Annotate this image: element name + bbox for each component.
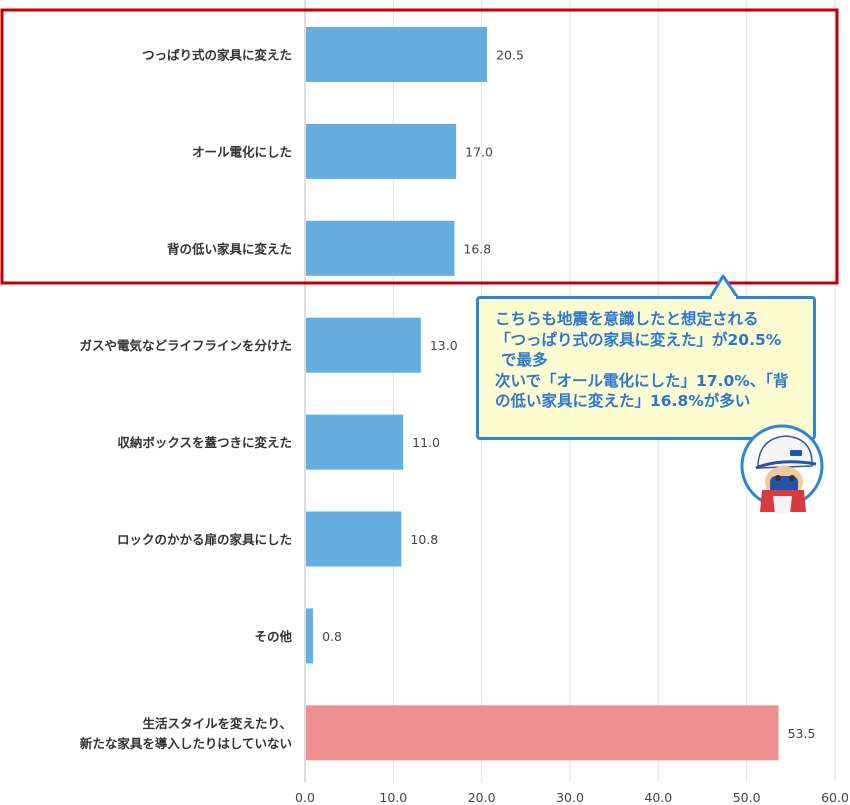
- category-label: つっぱり式の家具に変えた: [142, 48, 292, 63]
- bars: [306, 27, 779, 761]
- x-tick-label: 40.0: [644, 790, 672, 805]
- category-label: ガスや電気などライフラインを分けた: [79, 338, 292, 353]
- bar: [306, 511, 402, 567]
- callout-line: こちらも地震を意識したと想定される: [495, 310, 759, 328]
- bar: [306, 220, 455, 276]
- bar: [306, 608, 314, 664]
- value-label: 53.5: [788, 726, 816, 741]
- value-label: 13.0: [430, 338, 458, 353]
- bar: [306, 27, 488, 82]
- value-label: 0.8: [322, 629, 342, 644]
- callout-line: 次いで「オール電化にした」17.0%、「背: [495, 371, 789, 390]
- category-label: その他: [254, 629, 292, 644]
- callout-pointer-cover: [712, 296, 736, 300]
- bar: [306, 705, 779, 761]
- callout-pointer: [708, 274, 740, 300]
- callout-line: 「つっぱり式の家具に変えた」が20.5%: [495, 330, 782, 349]
- mascot-avatar-icon: [740, 424, 824, 514]
- category-label: ロックのかかる扉の家具にした: [117, 532, 292, 547]
- x-axis-ticks: 0.0 10.0 20.0 30.0 40.0 50.0 60.0: [295, 790, 849, 805]
- x-tick-label: 50.0: [733, 790, 761, 805]
- value-labels: 20.5 17.0 16.8 13.0 11.0 10.8 0.8 53.5: [322, 48, 815, 741]
- highlight-box: [0, 8, 839, 285]
- category-label: 生活スタイルを変えたり、: [142, 716, 292, 731]
- category-label: 背の低い家具に変えた: [167, 241, 292, 256]
- category-labels: つっぱり式の家具に変えたオール電化にした背の低い家具に変えたガスや電気などライフ…: [79, 48, 292, 751]
- value-label: 17.0: [465, 144, 493, 159]
- x-tick-label: 20.0: [468, 790, 496, 805]
- value-label: 20.5: [496, 48, 524, 63]
- value-label: 11.0: [412, 435, 440, 450]
- callout-box: こちらも地震を意識したと想定される 「つっぱり式の家具に変えた」が20.5% で…: [476, 296, 816, 440]
- x-tick-label: 10.0: [379, 790, 407, 805]
- value-label: 16.8: [463, 241, 491, 256]
- category-label: 収納ボックスを蓋つきに変えた: [117, 435, 292, 450]
- x-tick-label: 0.0: [295, 790, 315, 805]
- x-tick-label: 30.0: [556, 790, 584, 805]
- bar: [306, 414, 404, 470]
- category-label: 新たな家具を導入したりはしていない: [80, 736, 292, 751]
- bar: [306, 123, 457, 179]
- bar: [306, 317, 421, 373]
- x-tick-label: 60.0: [821, 790, 849, 805]
- value-label: 10.8: [410, 532, 438, 547]
- callout-line: で最多: [501, 351, 548, 369]
- callout-line: の低い家具に変えた」16.8%が多い: [495, 392, 751, 410]
- category-label: オール電化にした: [192, 144, 292, 159]
